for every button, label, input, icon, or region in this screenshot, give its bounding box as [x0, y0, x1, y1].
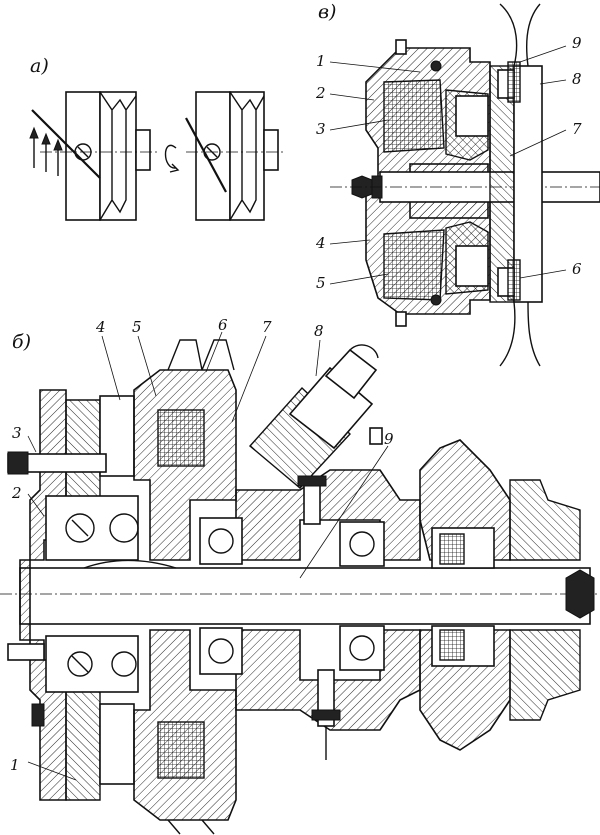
callout-v-4: 4: [315, 234, 326, 252]
callout-v-3: 3: [316, 120, 326, 138]
panel-b-leaders: [27, 331, 389, 781]
callout-b-5: 5: [132, 318, 142, 336]
center-housing: [235, 469, 421, 561]
panel-v-leaders: [329, 45, 567, 285]
callout-b-8: 8: [314, 322, 324, 340]
callout-v-6: 6: [572, 260, 582, 278]
callout-b-2: 2: [11, 484, 22, 502]
seal-top: [439, 533, 465, 565]
pulley-left: [31, 91, 160, 221]
bearing-left-bottom: [45, 635, 139, 693]
main-shaft: [19, 567, 591, 625]
electromagnet-coil-top: [157, 409, 205, 467]
callout-v-2: 2: [315, 84, 326, 102]
callout-v-7: 7: [572, 120, 582, 138]
callout-v-1: 1: [316, 52, 326, 70]
callout-v-8: 8: [572, 70, 582, 88]
bearing-center-bottom: [199, 625, 385, 675]
flow-arrows: [29, 126, 63, 176]
impeller: [509, 479, 581, 561]
panel-v-callouts: 1 2 3 4 5 6 7 8 9: [315, 34, 582, 292]
callout-b-3: 3: [12, 424, 22, 442]
electromagnet-coil-bottom: [157, 721, 205, 779]
fluid-chamber-lower: [383, 229, 445, 301]
callout-b-9: 9: [384, 430, 394, 448]
panel-b-callouts: 1 2 3 4 5 6 7 8 9: [10, 316, 394, 774]
bearing-left-top: [45, 495, 139, 561]
bearing-center-top: [199, 517, 385, 567]
pulley-groove-top: [167, 339, 235, 371]
panel-a-label: а): [30, 55, 49, 77]
panel-b-label: б): [12, 331, 31, 353]
callout-b-6: 6: [218, 316, 228, 334]
rotation-arrow: [164, 144, 180, 173]
panel-v: в): [318, 1, 600, 367]
fan-blade-top: [499, 3, 541, 67]
callout-b-7: 7: [262, 318, 272, 336]
sensor-assembly: [248, 344, 383, 760]
pulley-groove-bottom: [167, 819, 215, 835]
panel-a: а): [29, 55, 286, 221]
fluid-chamber-upper: [383, 79, 445, 153]
callout-v-5: 5: [316, 274, 326, 292]
pulley-right: [185, 91, 286, 221]
fan-blade-bottom: [499, 301, 541, 367]
seal-bottom: [439, 629, 465, 661]
callout-b-4: 4: [95, 318, 106, 336]
panel-v-label: в): [318, 1, 336, 23]
callout-b-1: 1: [10, 756, 20, 774]
friction-pad-upper: [507, 61, 521, 103]
callout-v-9: 9: [572, 34, 582, 52]
friction-pad-lower: [507, 259, 521, 301]
panel-b: б): [0, 331, 600, 835]
